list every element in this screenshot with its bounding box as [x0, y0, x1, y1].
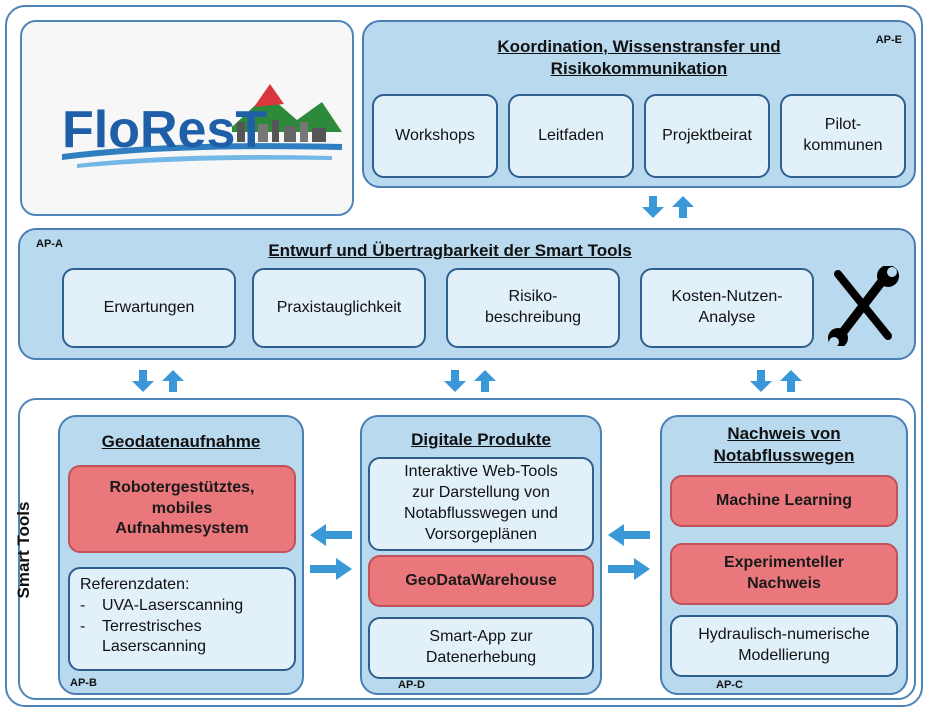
ap-c-panel: Nachweis von Notabflusswegen Machine Lea… [660, 415, 908, 695]
ap-c-machine-learning: Machine Learning [670, 475, 898, 527]
arrow-up-icon [672, 196, 694, 218]
arrow-up-icon [162, 370, 184, 392]
ap-a-title: Entwurf und Übertragbarkeit der Smart To… [268, 241, 632, 260]
arrow-down-icon [132, 370, 154, 392]
ap-c-tag: AP-C [716, 679, 743, 691]
ap-a-item-kosten-nutzen: Kosten-Nutzen- Analyse [640, 268, 814, 348]
ap-a-tag: AP-A [36, 238, 63, 250]
ap-b-reference-box: Referenzdaten: -UVA-Laserscanning -Terre… [68, 567, 296, 671]
ap-b-panel: Geodatenaufnahme Robotergestütztes, mobi… [58, 415, 304, 695]
ap-e-panel: Koordination, Wissenstransfer und Risiko… [362, 20, 916, 188]
arrow-left-icon [310, 524, 352, 546]
ap-d-tag: AP-D [398, 679, 425, 691]
arrow-down-icon [444, 370, 466, 392]
arrow-left-icon [608, 524, 650, 546]
ap-b-robot-system: Robotergestütztes, mobiles Aufnahmesyste… [68, 465, 296, 553]
logo-panel: FloResT [20, 20, 354, 216]
ap-c-experimental-proof: Experimenteller Nachweis [670, 543, 898, 605]
arrow-right-icon [608, 558, 650, 580]
ap-a-item-risikobeschreibung: Risiko- beschreibung [446, 268, 620, 348]
arrow-down-icon [750, 370, 772, 392]
ap-b-ref-item: -Terrestrisches Laserscanning [80, 617, 284, 659]
ap-b-title: Geodatenaufnahme [101, 432, 261, 451]
ap-e-item-pilotkommunen: Pilot- kommunen [780, 94, 906, 178]
arrow-up-icon [780, 370, 802, 392]
ap-a-panel: AP-A Entwurf und Übertragbarkeit der Sma… [18, 228, 916, 360]
arrow-down-icon [642, 196, 664, 218]
ap-d-panel: Digitale Produkte Interaktive Web-Tools … [360, 415, 602, 695]
ap-b-ref-terrestrisch: Terrestrisches Laserscanning [102, 617, 207, 656]
wrench-screwdriver-icon [828, 266, 899, 346]
ap-e-title: Koordination, Wissenstransfer und Risiko… [497, 37, 781, 79]
smart-tools-label: Smart Tools [13, 501, 33, 599]
logo-landscape [62, 84, 342, 168]
arrow-up-icon [474, 370, 496, 392]
ap-b-tag: AP-B [70, 677, 97, 689]
ap-a-item-erwartungen: Erwartungen [62, 268, 236, 348]
ap-d-smart-app: Smart-App zur Datenerhebung [368, 617, 594, 679]
florest-logo: FloResT [62, 84, 342, 168]
ap-c-hydraulic-modelling: Hydraulisch-numerische Modellierung [670, 615, 898, 677]
ap-b-ref-uva: UVA-Laserscanning [102, 596, 244, 614]
ap-e-item-projektbeirat: Projektbeirat [644, 94, 770, 178]
smart-tools-label-wrap: Smart Tools [5, 400, 42, 700]
ap-d-title: Digitale Produkte [411, 430, 551, 449]
ap-b-ref-item: -UVA-Laserscanning [80, 596, 284, 617]
ap-e-item-leitfaden: Leitfaden [508, 94, 634, 178]
logo-text: FloResT [62, 101, 267, 159]
ap-d-web-tools: Interaktive Web-Tools zur Darstellung vo… [368, 457, 594, 551]
ap-d-geodatawarehouse: GeoDataWarehouse [368, 555, 594, 607]
ap-a-item-praxistauglichkeit: Praxistauglichkeit [252, 268, 426, 348]
ap-e-tag: AP-E [875, 34, 902, 46]
ap-e-item-workshops: Workshops [372, 94, 498, 178]
ap-b-ref-title: Referenzdaten: [80, 576, 190, 593]
arrow-right-icon [310, 558, 352, 580]
ap-c-title: Nachweis von Notabflusswegen [713, 424, 855, 466]
